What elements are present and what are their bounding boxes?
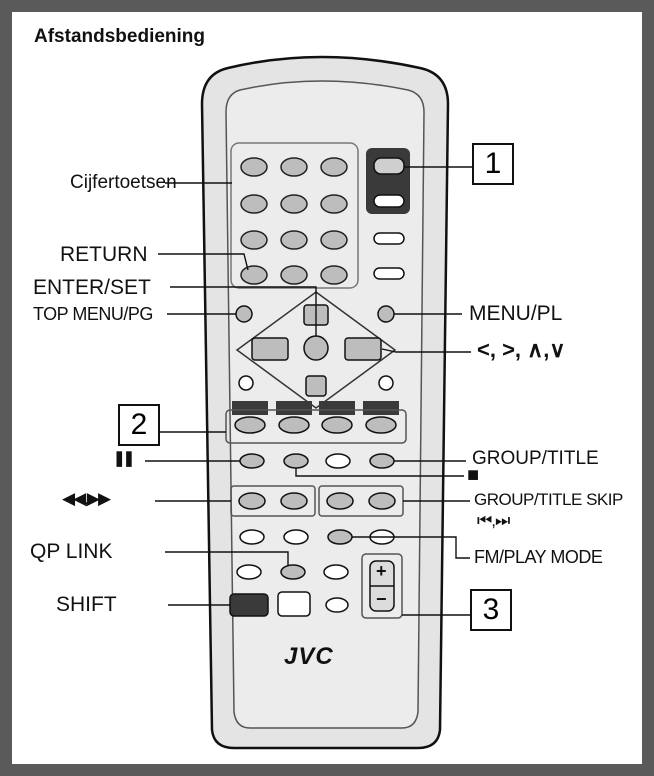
label-pause: ❚❚ <box>113 450 135 467</box>
small-key[interactable] <box>239 529 265 545</box>
label-number-keys: Cijfertoetsen <box>70 172 177 193</box>
label-fm-play-mode: FM/PLAY MODE <box>474 547 603 567</box>
down-arrow-button[interactable] <box>305 375 327 397</box>
number-key[interactable] <box>320 194 348 214</box>
small-key[interactable] <box>373 232 405 245</box>
right-arrow-button[interactable] <box>344 337 382 361</box>
page-title: Afstandsbediening <box>34 26 206 47</box>
top-menu-button[interactable] <box>235 305 253 323</box>
left-arrow-button[interactable] <box>251 337 289 361</box>
small-key[interactable] <box>373 267 405 280</box>
label-return: RETURN <box>60 243 148 266</box>
small-key[interactable] <box>323 564 349 580</box>
brand-logo: JVC <box>284 643 334 670</box>
fm-play-mode-button[interactable] <box>327 529 353 545</box>
number-key[interactable] <box>280 194 308 214</box>
number-key[interactable] <box>320 157 348 177</box>
power-button[interactable] <box>373 157 405 175</box>
label-cursor-keys: <, >, ∧,∨ <box>477 337 566 362</box>
step-box-3: 3 <box>470 589 512 631</box>
step-box-2: 2 <box>118 404 160 446</box>
label-stop: ■ <box>467 464 480 486</box>
rewind-button[interactable] <box>238 492 266 510</box>
number-key[interactable] <box>240 194 268 214</box>
menu-button[interactable] <box>377 305 395 323</box>
power-indicator <box>373 194 405 208</box>
label-qp-link: QP LINK <box>30 540 113 563</box>
volume-group-box <box>361 553 403 619</box>
volume-minus-icon[interactable]: − <box>376 589 387 609</box>
source-button[interactable] <box>278 416 310 434</box>
shift-button[interactable] <box>229 593 269 617</box>
skip-forward-button[interactable] <box>368 492 396 510</box>
number-keypad-group <box>230 142 359 289</box>
source-button[interactable] <box>321 416 353 434</box>
number-key[interactable] <box>240 157 268 177</box>
label-shift: SHIFT <box>56 593 117 616</box>
label-enter-set: ENTER/SET <box>33 276 151 299</box>
label-search: ◀◀,▶▶ <box>62 489 111 508</box>
number-key[interactable] <box>240 265 268 285</box>
source-buttons <box>232 401 399 434</box>
source-group-box <box>225 409 407 444</box>
small-key[interactable] <box>236 564 262 580</box>
volume-plus-icon[interactable]: + <box>376 561 387 581</box>
stop-button[interactable] <box>283 453 309 469</box>
enter-set-button[interactable] <box>303 335 329 361</box>
small-key[interactable] <box>283 529 309 545</box>
small-round-key[interactable] <box>378 375 394 391</box>
small-round-key[interactable] <box>238 375 254 391</box>
number-key[interactable] <box>240 230 268 250</box>
group-title-button[interactable] <box>369 453 395 469</box>
source-button[interactable] <box>234 416 266 434</box>
label-top-menu: TOP MENU/PG <box>33 304 153 324</box>
leader-lines <box>145 166 472 616</box>
qp-link-button[interactable] <box>280 564 306 580</box>
small-key[interactable] <box>277 591 311 617</box>
number-key[interactable] <box>280 265 308 285</box>
number-key[interactable] <box>280 230 308 250</box>
step-box-1: 1 <box>472 143 514 185</box>
small-key[interactable] <box>325 597 349 613</box>
fast-forward-button[interactable] <box>280 492 308 510</box>
skip-back-button[interactable] <box>326 492 354 510</box>
number-key[interactable] <box>320 230 348 250</box>
label-skip: ⏮,⏭ <box>477 511 510 530</box>
cursor-pad-outline <box>235 291 397 409</box>
small-key[interactable] <box>325 453 351 469</box>
number-keys <box>240 157 348 285</box>
label-group-title-skip: GROUP/TITLE SKIP <box>474 490 623 509</box>
pause-button[interactable] <box>239 453 265 469</box>
label-group-title: GROUP/TITLE <box>472 448 599 469</box>
number-key[interactable] <box>280 157 308 177</box>
label-menu-pl: MENU/PL <box>469 302 563 325</box>
source-button[interactable] <box>365 416 397 434</box>
number-key[interactable] <box>320 265 348 285</box>
